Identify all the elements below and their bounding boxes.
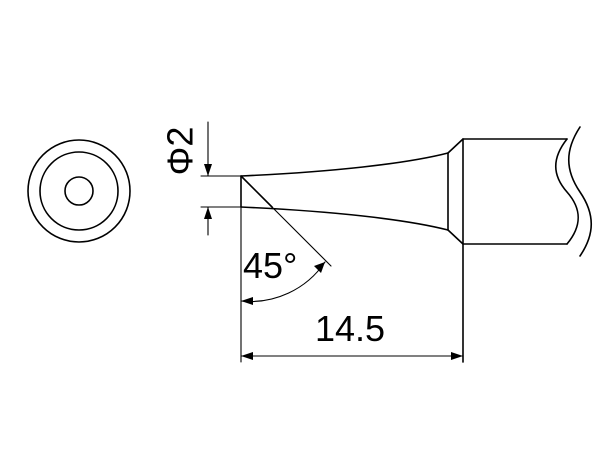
tip-bevel-line <box>240 175 273 208</box>
diameter-arrow-top <box>204 164 212 176</box>
break-line-right <box>568 126 592 257</box>
end-view <box>27 139 131 243</box>
break-line-left <box>554 138 580 245</box>
length-dimension: 14.5 <box>240 206 464 363</box>
angle-extension-line <box>271 206 332 267</box>
tip-bottom-profile <box>240 206 449 231</box>
shoulder-chamfer-bottom <box>447 229 464 245</box>
length-arrow-right <box>451 352 463 360</box>
angle-arrow-right <box>314 262 325 273</box>
end-view-outer-circle <box>27 139 131 243</box>
length-arrow-left <box>241 352 253 360</box>
length-label: 14.5 <box>315 308 385 349</box>
end-view-middle-circle <box>39 151 119 231</box>
tip-top-profile <box>240 152 449 177</box>
diameter-arrow-bottom <box>204 207 212 219</box>
end-view-inner-circle <box>64 176 94 206</box>
shoulder-chamfer-top <box>447 138 464 154</box>
diameter-label: Φ2 <box>160 127 201 176</box>
angle-arrow-left <box>241 297 253 305</box>
angle-label: 45° <box>243 245 297 286</box>
angle-dimension: 45° <box>240 206 332 305</box>
diameter-dimension: Φ2 <box>160 121 242 236</box>
